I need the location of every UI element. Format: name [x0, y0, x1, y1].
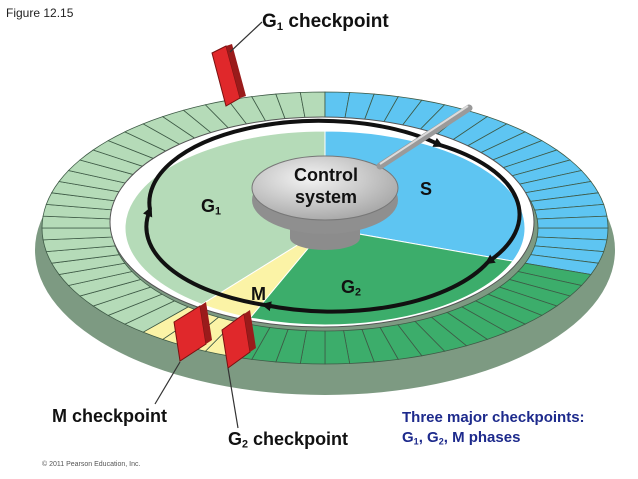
m-leader-line	[154, 361, 181, 405]
arrow-g1-to-s	[147, 118, 444, 211]
note-line2: G1, G2, M phases	[402, 429, 521, 447]
arrow-g2-to-m	[261, 260, 490, 314]
g1-checkpoint-label: G1 checkpoint	[262, 11, 389, 33]
control-arm-highlight	[379, 105, 469, 165]
sector-s	[324, 130, 526, 262]
copyright-notice: © 2011 Pearson Education, Inc.	[42, 461, 141, 468]
checkpoints-note: Three major checkpoints: G1, G2, M phase…	[402, 408, 585, 451]
phase-label-s: S	[420, 179, 433, 199]
g2-checkpoint-gate	[221, 310, 256, 369]
control-arm	[376, 104, 473, 170]
g2-checkpoint-label: G2 checkpoint	[228, 429, 349, 451]
g2-leader-line	[227, 367, 239, 429]
phase-label-g2: G2	[341, 277, 362, 299]
control-system-line1: Control	[294, 165, 358, 185]
g1-leader-line	[229, 21, 263, 53]
control-system-label: Control system	[278, 164, 374, 208]
arrow-s-to-g2	[439, 143, 522, 265]
m-checkpoint-label: M checkpoint	[52, 406, 168, 426]
control-system-line2: system	[294, 187, 358, 207]
phase-label-m: M	[251, 284, 266, 304]
note-line1: Three major checkpoints:	[402, 409, 585, 426]
phase-label-g1: G1	[201, 196, 222, 218]
arrow-m-to-g1	[143, 206, 266, 307]
control-disc-top	[251, 155, 399, 221]
ring-segment	[536, 215, 609, 229]
g1-checkpoint-gate	[211, 44, 246, 107]
sector-g2	[249, 227, 514, 326]
figure-label: Figure 12.15	[6, 6, 74, 20]
m-checkpoint-gate	[173, 302, 212, 362]
